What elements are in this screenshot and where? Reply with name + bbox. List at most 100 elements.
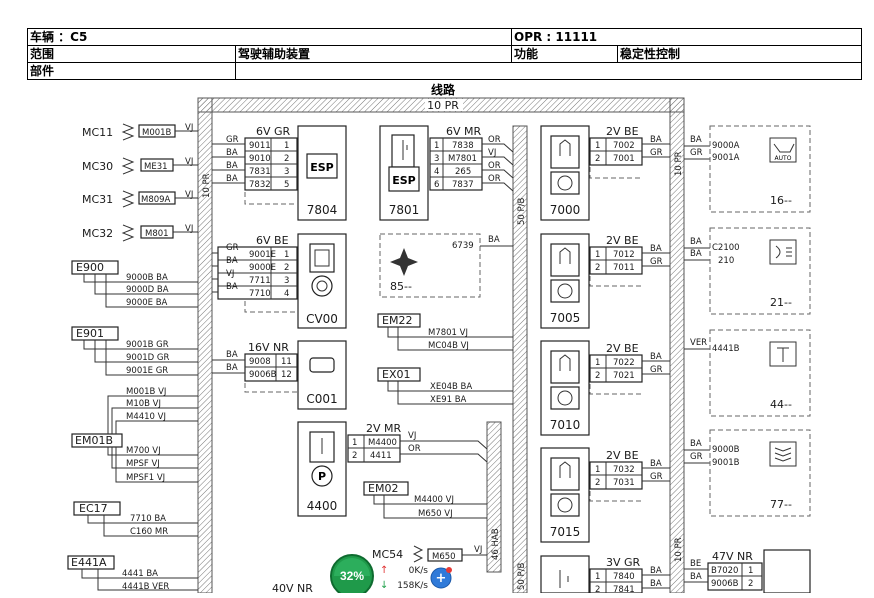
bus-mid-label-2: 50 P/B: [517, 562, 527, 590]
svg-text:2V MR: 2V MR: [366, 422, 402, 435]
download-arrow-icon: ↓: [380, 580, 388, 591]
svg-text:7021: 7021: [613, 371, 635, 381]
svg-text:C2100: C2100: [712, 243, 740, 253]
svg-text:7841: 7841: [613, 585, 635, 593]
auto-icon: AUTO: [769, 137, 797, 163]
svg-text:VJ: VJ: [488, 148, 496, 158]
headlamp-icon: [769, 239, 797, 265]
svg-text:M4400 VJ: M4400 VJ: [414, 495, 454, 505]
svg-text:9001A: 9001A: [712, 153, 740, 163]
svg-text:5: 5: [284, 180, 289, 190]
svg-text:7801: 7801: [389, 203, 420, 217]
svg-text:BA: BA: [690, 249, 702, 259]
svg-text:M650: M650: [432, 552, 456, 562]
bus-hab-label: 46 HAB: [491, 528, 501, 560]
svg-text:ME31: ME31: [144, 162, 168, 172]
mc31-connector: MC31 M809A VJ: [82, 190, 198, 208]
svg-text:BA: BA: [226, 256, 238, 266]
opr-cell: OPR : 11111: [510, 28, 863, 46]
function-label: 功能: [511, 45, 618, 63]
svg-text:VJ: VJ: [185, 224, 193, 234]
svg-text:9000B BA: 9000B BA: [126, 273, 168, 283]
svg-text:BA: BA: [226, 174, 238, 184]
svg-text:GR: GR: [650, 257, 663, 267]
svg-text:7005: 7005: [550, 311, 581, 325]
bus-bottom-label: 40V NR: [272, 582, 313, 593]
network-speed-widget[interactable]: 32% ↑ ↓ 0K/s 158K/s +: [330, 552, 460, 598]
svg-text:M001B VJ: M001B VJ: [126, 387, 166, 397]
svg-text:M650 VJ: M650 VJ: [418, 509, 453, 519]
svg-text:77--: 77--: [770, 498, 792, 511]
ref-16: BA GR 9000A 9001A AUTO 16--: [684, 125, 811, 213]
svg-text:M809A: M809A: [141, 195, 171, 205]
em02-group: EM02 M4400 VJ M650 VJ: [363, 481, 487, 519]
svg-text:7000: 7000: [550, 203, 581, 217]
svg-text:9001B: 9001B: [712, 458, 740, 468]
svg-text:7022: 7022: [613, 358, 635, 368]
svg-text:B7020: B7020: [711, 566, 738, 576]
svg-text:BA: BA: [690, 237, 702, 247]
e441a-group: E441A 4441 BA 4441B VER: [67, 555, 198, 592]
svg-text:2V BE: 2V BE: [606, 125, 639, 138]
add-button[interactable]: [430, 567, 452, 589]
svg-text:2: 2: [595, 371, 600, 381]
svg-text:12: 12: [281, 370, 292, 380]
e901-group: E901 9001B GR 9001D GR 9001E GR: [71, 326, 198, 376]
svg-text:7012: 7012: [613, 250, 635, 260]
svg-text:7837: 7837: [452, 180, 474, 190]
svg-text:9000E BA: 9000E BA: [126, 298, 168, 308]
svg-text:VJ: VJ: [226, 269, 234, 279]
svg-text:2: 2: [595, 585, 600, 593]
svg-text:1: 1: [595, 141, 600, 151]
scope-label: 范围: [27, 45, 236, 63]
svg-text:2: 2: [284, 263, 289, 273]
svg-text:9001B GR: 9001B GR: [126, 340, 169, 350]
svg-text:9008: 9008: [249, 357, 271, 367]
svg-text:7831: 7831: [249, 167, 271, 177]
svg-text:6: 6: [434, 180, 439, 190]
svg-text:VJ: VJ: [474, 545, 482, 555]
svg-text:GR: GR: [690, 452, 703, 462]
svg-text:3V GR: 3V GR: [606, 556, 641, 569]
svg-text:BA: BA: [226, 282, 238, 292]
bus-top-label: 10 PR: [427, 99, 459, 112]
svg-text:BA: BA: [226, 350, 238, 360]
svg-text:OR: OR: [488, 174, 501, 184]
svg-text:4: 4: [284, 289, 289, 299]
bus-right-label: 10 PR: [674, 151, 684, 176]
svg-text:XE91 BA: XE91 BA: [430, 395, 467, 405]
svg-text:MC54: MC54: [372, 548, 403, 561]
svg-text:M7801 VJ: M7801 VJ: [428, 328, 468, 338]
svg-text:2: 2: [352, 451, 357, 461]
svg-text:7840: 7840: [613, 572, 635, 582]
svg-text:GR: GR: [650, 472, 663, 482]
svg-text:E441A: E441A: [71, 556, 107, 569]
svg-text:2: 2: [284, 154, 289, 164]
svg-text:2: 2: [748, 579, 753, 589]
svg-text:EM02: EM02: [368, 482, 398, 495]
svg-text:BA: BA: [226, 363, 238, 373]
svg-text:9006B: 9006B: [249, 370, 277, 380]
ref-77: BA GR 9000B 9001B 77--: [684, 429, 811, 517]
plus-icon: +: [436, 571, 447, 586]
bus-right: [669, 97, 685, 593]
svg-text:VJ: VJ: [185, 157, 193, 167]
svg-text:GR: GR: [226, 243, 239, 253]
svg-text:GR: GR: [226, 135, 239, 145]
svg-text:16--: 16--: [770, 194, 792, 207]
em22-group: EM22 M7801 VJ MC04B VJ: [377, 313, 513, 351]
upload-arrow-icon: ↑: [380, 565, 388, 576]
svg-text:4441B: 4441B: [712, 344, 740, 354]
svg-text:BA: BA: [650, 352, 662, 362]
svg-text:C001: C001: [306, 392, 337, 406]
svg-text:4441 BA: 4441 BA: [122, 569, 158, 579]
svg-text:4400: 4400: [307, 499, 338, 513]
svg-text:AUTO: AUTO: [775, 155, 792, 162]
svg-text:210: 210: [718, 256, 734, 266]
